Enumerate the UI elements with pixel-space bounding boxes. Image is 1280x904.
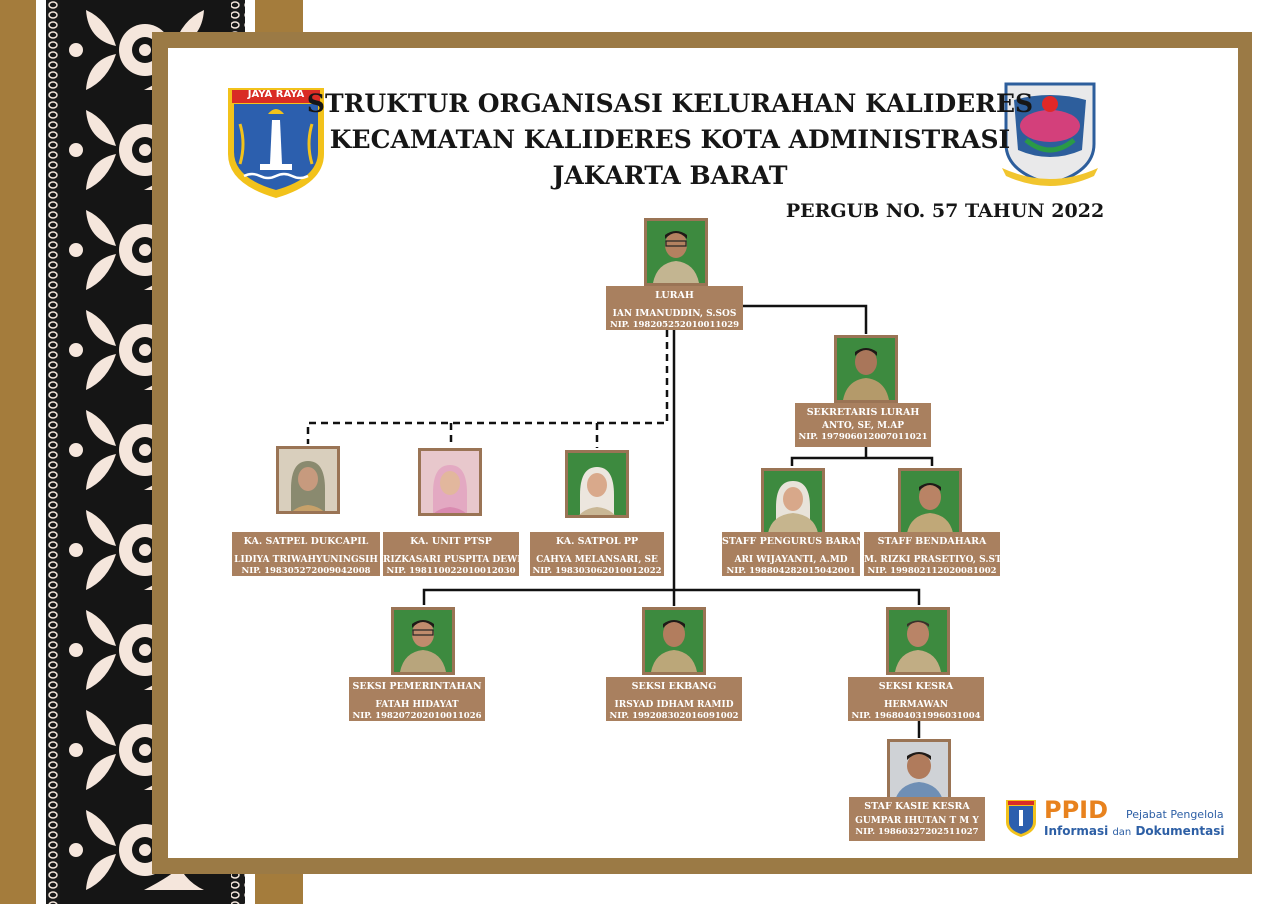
role-pemerintahan: SEKSI PEMERINTAHAN xyxy=(352,681,482,692)
card-kesra: SEKSI KESRA HERMAWAN NIP. 19680403199603… xyxy=(848,677,984,721)
photo-sekretaris xyxy=(834,335,898,403)
card-bendahara: STAFF BENDAHARA M. RIZKI PRASETIYO, S.ST… xyxy=(864,532,1009,576)
role-bendahara: STAFF BENDAHARA xyxy=(877,536,987,547)
role-satpol: KA. SATPOL PP xyxy=(555,536,639,547)
name-kesra: HERMAWAN xyxy=(883,700,949,710)
jakarta-barat-emblem-icon xyxy=(1002,82,1098,186)
photo-ptsp xyxy=(418,448,482,516)
card-satpol: KA. SATPOL PP CAHYA MELANSARI, SE NIP. 1… xyxy=(530,532,664,576)
role-ptsp: KA. UNIT PTSP xyxy=(410,536,492,547)
nip-ekbang: NIP. 199208302016091002 xyxy=(609,711,739,721)
person-avatar-icon xyxy=(433,465,467,513)
logo-left-text: JAYA RAYA xyxy=(247,89,305,100)
nip-bendahara: NIP. 199802112020081002 xyxy=(867,566,997,576)
name-pengurus: ARI WIJAYANTI, A.MD xyxy=(734,555,848,565)
line-sekretaris-staff xyxy=(790,456,934,466)
nip-lurah: NIP. 198205252010011029 xyxy=(609,320,740,330)
name-satpol: CAHYA MELANSARI, SE xyxy=(536,555,658,565)
person-avatar-icon xyxy=(651,620,697,672)
nip-satpel: NIP. 198305272009042008 xyxy=(241,566,371,576)
photo-pemerintahan xyxy=(391,607,455,675)
batik-gold-left xyxy=(0,0,36,904)
card-lurah: LURAH IAN IMANUDDIN, S.SOS NIP. 19820525… xyxy=(606,286,743,330)
title-line-1: STRUKTUR ORGANISASI KELURAHAN KALIDERES xyxy=(306,89,1034,118)
name-pemerintahan: FATAH HIDAYAT xyxy=(375,700,459,710)
page-title: STRUKTUR ORGANISASI KELURAHAN KALIDERES … xyxy=(300,86,1040,194)
name-ptsp: RIZKASARI PUSPITA DEWI xyxy=(383,555,522,565)
role-sekretaris: SEKRETARIS LURAH xyxy=(806,407,920,418)
nip-satpol: NIP. 198303062010012022 xyxy=(532,566,662,576)
ppid-wordmark: PPID xyxy=(1044,796,1109,824)
card-satpel: KA. SATPEL DUKCAPIL LIDIYA TRIWAHYUNINGS… xyxy=(232,532,380,576)
ppid-subtitle: Pejabat Pengelola xyxy=(1126,808,1224,821)
role-lurah: LURAH xyxy=(655,290,694,301)
photo-satpol xyxy=(565,450,629,518)
batik-white-left xyxy=(36,0,46,904)
photo-satpel xyxy=(276,446,340,514)
line-lurah-sekretaris xyxy=(742,304,868,334)
line-dashed-satpel xyxy=(306,330,669,444)
nip-kesra: NIP. 196804031996031004 xyxy=(851,711,981,721)
name-staf-kesra: GUMPAR IHUTAN T M Y xyxy=(855,816,979,826)
name-sekretaris: ANTO, SE, M.AP xyxy=(822,421,904,431)
ppid-dokumentasi: Dokumentasi xyxy=(1135,824,1225,838)
card-pemerintahan: SEKSI PEMERINTAHAN FATAH HIDAYAT NIP. 19… xyxy=(349,677,485,721)
nip-ptsp: NIP. 198110022010012030 xyxy=(386,566,516,576)
person-avatar-icon xyxy=(400,620,446,672)
nip-sekretaris: NIP. 197906012007011021 xyxy=(798,432,928,442)
person-avatar-icon xyxy=(653,231,699,283)
jakarta-mini-emblem-icon xyxy=(1006,800,1036,837)
nip-pengurus: NIP. 198804282015042001 xyxy=(726,566,856,576)
line-seksi-bus xyxy=(422,588,921,605)
photo-pengurus xyxy=(761,468,825,536)
ppid-informasi: Informasi xyxy=(1044,824,1109,838)
card-pengurus: STAFF PENGURUS BARANG ARI WIJAYANTI, A.M… xyxy=(722,532,873,576)
role-kesra: SEKSI KESRA xyxy=(878,681,954,692)
ppid-logo: PPID Pejabat Pengelola Informasi dan Dok… xyxy=(1004,796,1224,846)
card-sekretaris: SEKRETARIS LURAH ANTO, SE, M.AP NIP. 197… xyxy=(795,403,931,447)
person-avatar-icon xyxy=(579,467,615,515)
ppid-dan: dan xyxy=(1112,827,1132,838)
person-avatar-icon xyxy=(291,461,325,511)
card-ekbang: SEKSI EKBANG IRSYAD IDHAM RAMID NIP. 199… xyxy=(606,677,742,721)
person-avatar-icon xyxy=(907,483,953,533)
photo-kesra xyxy=(886,607,950,675)
nip-staf-kesra: NIP. 19860327202511027 xyxy=(855,827,979,837)
card-ptsp: KA. UNIT PTSP RIZKASARI PUSPITA DEWI NIP… xyxy=(383,532,522,576)
name-ekbang: IRSYAD IDHAM RAMID xyxy=(614,700,734,710)
card-staf-kesra: STAF KASIE KESRA GUMPAR IHUTAN T M Y NIP… xyxy=(849,797,985,841)
name-bendahara: M. RIZKI PRASETIYO, S.STP xyxy=(864,555,1009,565)
person-avatar-icon xyxy=(894,752,944,804)
title-line-2: KECAMATAN KALIDERES KOTA ADMINISTRASI xyxy=(329,125,1011,154)
role-staf-kesra: STAF KASIE KESRA xyxy=(864,801,970,812)
person-avatar-icon xyxy=(768,481,818,533)
role-ekbang: SEKSI EKBANG xyxy=(631,681,717,692)
role-pengurus: STAFF PENGURUS BARANG xyxy=(722,536,873,547)
nip-pemerintahan: NIP. 198207202010011026 xyxy=(352,711,482,721)
person-avatar-icon xyxy=(895,620,941,672)
regulation-label: PERGUB NO. 57 TAHUN 2022 xyxy=(785,200,1105,222)
ppid-line-2: Informasi dan Dokumentasi xyxy=(1044,824,1224,838)
photo-lurah xyxy=(644,218,708,286)
person-avatar-icon xyxy=(843,348,889,400)
name-lurah: IAN IMANUDDIN, S.SOS xyxy=(612,309,737,319)
photo-bendahara xyxy=(898,468,962,536)
jakarta-coat-of-arms-icon xyxy=(228,88,324,198)
role-satpel: KA. SATPEL DUKCAPIL xyxy=(243,536,369,547)
title-line-3: JAKARTA BARAT xyxy=(552,161,788,190)
name-satpel: LIDIYA TRIWAHYUNINGSIH xyxy=(234,555,378,565)
photo-ekbang xyxy=(642,607,706,675)
